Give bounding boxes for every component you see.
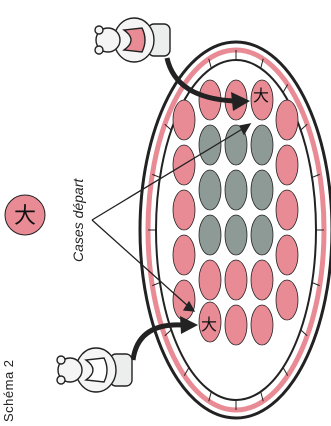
board-cell [276, 280, 298, 320]
board-cell [199, 170, 221, 210]
sumo-figurine-top-icon [95, 18, 170, 62]
svg-text:大: 大 [14, 204, 36, 229]
start-square-glyph-top: 大 [253, 86, 269, 105]
board-cells [173, 80, 298, 345]
board-cell [276, 145, 298, 185]
board-spoke [184, 368, 189, 376]
board-cell [173, 280, 195, 320]
board-cell [173, 190, 195, 230]
board-cell [276, 100, 298, 140]
board-cell [251, 215, 273, 255]
board-cell [251, 125, 273, 165]
bottom-piece-arrowhead [180, 316, 198, 334]
board-cell [199, 260, 221, 300]
board-cell [199, 215, 221, 255]
board-spoke [283, 368, 288, 376]
board-cell [173, 100, 195, 140]
board-cell [173, 235, 195, 275]
board-cell [199, 125, 221, 165]
board-cell [225, 260, 247, 300]
board-cell [251, 260, 273, 300]
board-cell [276, 235, 298, 275]
board-cell [225, 215, 247, 255]
sumo-figurine-bottom-icon [57, 348, 132, 392]
board-cell [276, 190, 298, 230]
board-cell [225, 170, 247, 210]
start-square-glyph-bottom: 大 [201, 315, 217, 334]
board-cell [225, 305, 247, 345]
board-cell [251, 305, 273, 345]
board-spoke [283, 84, 288, 92]
board-cell [251, 170, 273, 210]
start-glyph-badge: 大 [5, 195, 45, 235]
